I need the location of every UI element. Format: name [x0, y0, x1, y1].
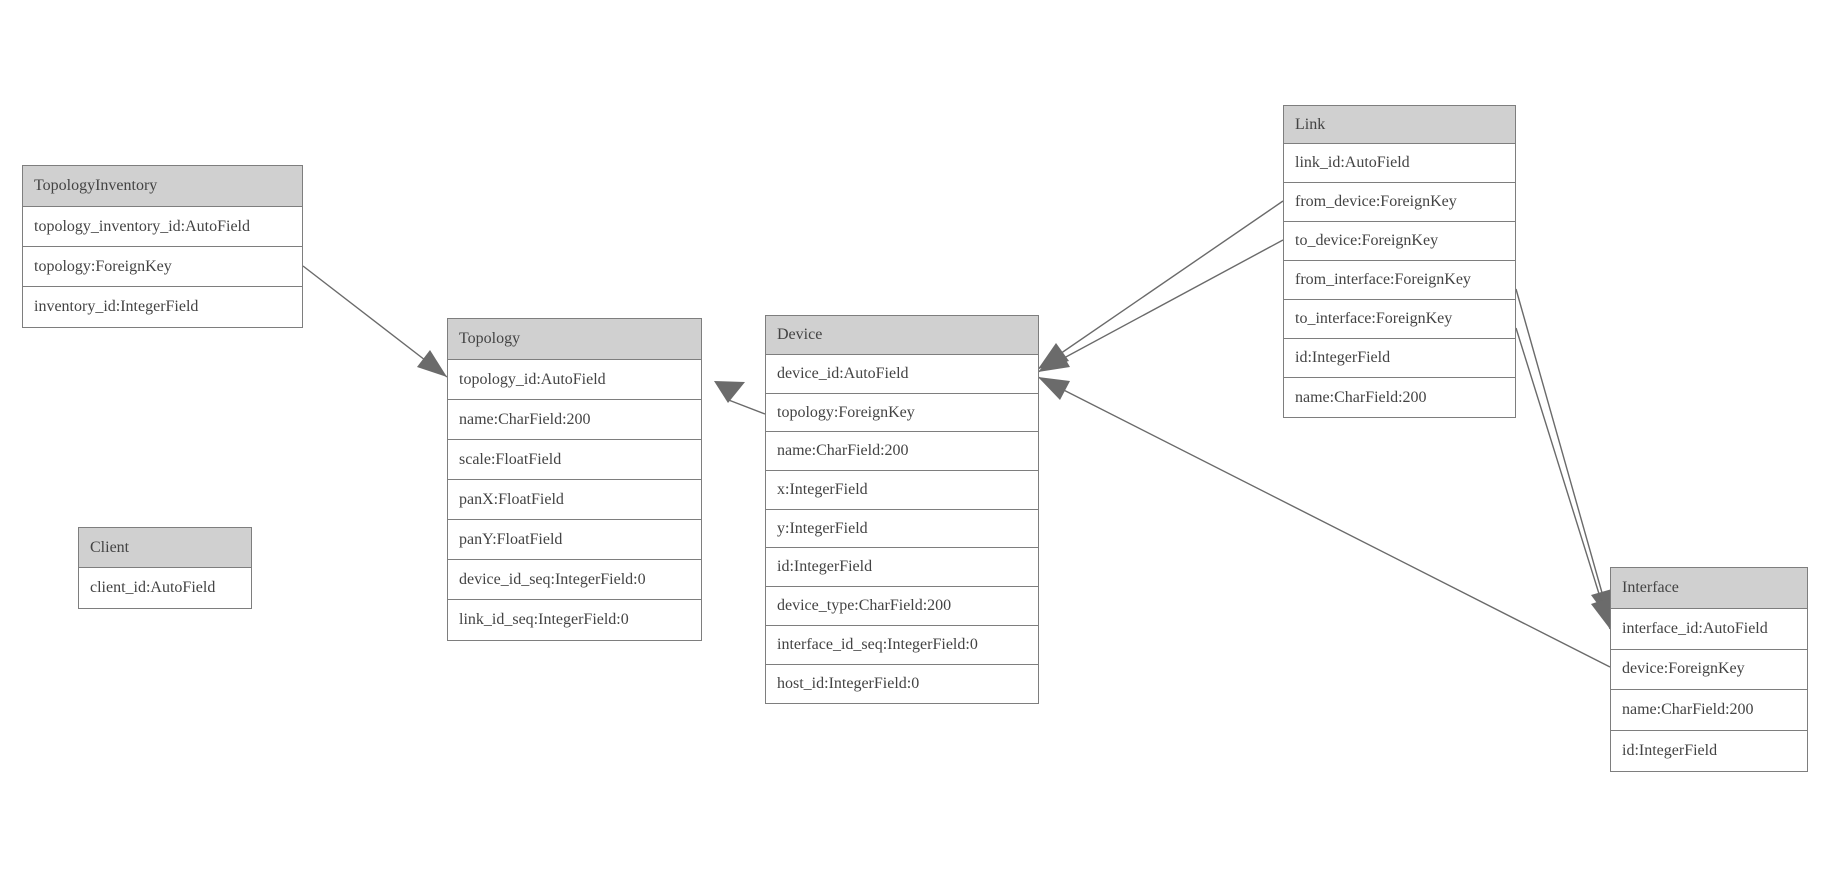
- field-row: to_device:ForeignKey: [1284, 222, 1515, 261]
- arrowhead-icon: [1038, 348, 1070, 372]
- edge-link-from_device-to-device: [1037, 200, 1284, 370]
- field-row: device_id:AutoField: [766, 355, 1038, 394]
- arrowhead-icon: [714, 381, 745, 403]
- field-row: topology_id:AutoField: [448, 360, 701, 400]
- field-row: id:IntegerField: [1284, 339, 1515, 378]
- field-row: interface_id_seq:IntegerField:0: [766, 626, 1038, 665]
- field-row: topology_inventory_id:AutoField: [23, 207, 302, 247]
- field-row: from_device:ForeignKey: [1284, 183, 1515, 222]
- field-row: link_id:AutoField: [1284, 144, 1515, 183]
- field-row: device_id_seq:IntegerField:0: [448, 560, 701, 600]
- arrowhead-icon: [417, 350, 447, 377]
- field-row: id:IntegerField: [1622, 741, 1718, 759]
- edge-topologyinventory-topology-to-topology: [302, 265, 448, 378]
- field-row: id:IntegerField: [766, 548, 1038, 588]
- field-row: panX:FloatField: [448, 480, 701, 520]
- table-title: Interface: [1611, 568, 1807, 609]
- edge-device-topology-to-topology: [714, 381, 766, 415]
- arrowhead-icon: [1591, 597, 1612, 629]
- arrowhead-icon: [1038, 377, 1070, 400]
- edge-link-from_interface-to-interface: [1515, 288, 1612, 622]
- field-row: panY:FloatField: [448, 520, 701, 560]
- field-row: interface_id:AutoField: [1611, 609, 1807, 650]
- field-row: name:CharField:200: [1611, 690, 1807, 731]
- field-row: from_interface:ForeignKey: [1284, 261, 1515, 300]
- edge-link-to_interface-to-interface: [1515, 327, 1612, 630]
- table-client: Client client_id:AutoField: [78, 527, 252, 609]
- field-row: name:CharField:200: [766, 432, 1038, 472]
- field-row: topology:ForeignKey: [23, 247, 302, 287]
- field-row: to_interface:ForeignKey: [1284, 300, 1515, 339]
- field-row: name:CharField:200: [448, 400, 701, 440]
- field-row: y:IntegerField: [766, 510, 1038, 549]
- table-title: Device: [766, 316, 1038, 355]
- field-row: device_type:CharField:200: [766, 587, 1038, 626]
- field-row: client_id:AutoField: [90, 579, 216, 596]
- field-row: topology:ForeignKey: [766, 394, 1038, 433]
- field-row: inventory_id:IntegerField: [34, 298, 199, 315]
- field-row: name:CharField:200: [1295, 388, 1427, 406]
- table-title: TopologyInventory: [23, 166, 302, 207]
- field-row: scale:FloatField: [448, 440, 701, 480]
- table-title: Link: [1284, 106, 1515, 144]
- edge-interface-device-to-device: [1037, 376, 1611, 668]
- edge-link-to_device-to-device: [1037, 239, 1284, 373]
- field-row: link_id_seq:IntegerField:0: [459, 611, 629, 628]
- field-row: host_id:IntegerField:0: [777, 674, 920, 692]
- field-row: x:IntegerField: [766, 471, 1038, 510]
- table-title: Topology: [448, 319, 701, 360]
- field-row: device:ForeignKey: [1611, 650, 1807, 690]
- table-title: Client: [79, 528, 251, 568]
